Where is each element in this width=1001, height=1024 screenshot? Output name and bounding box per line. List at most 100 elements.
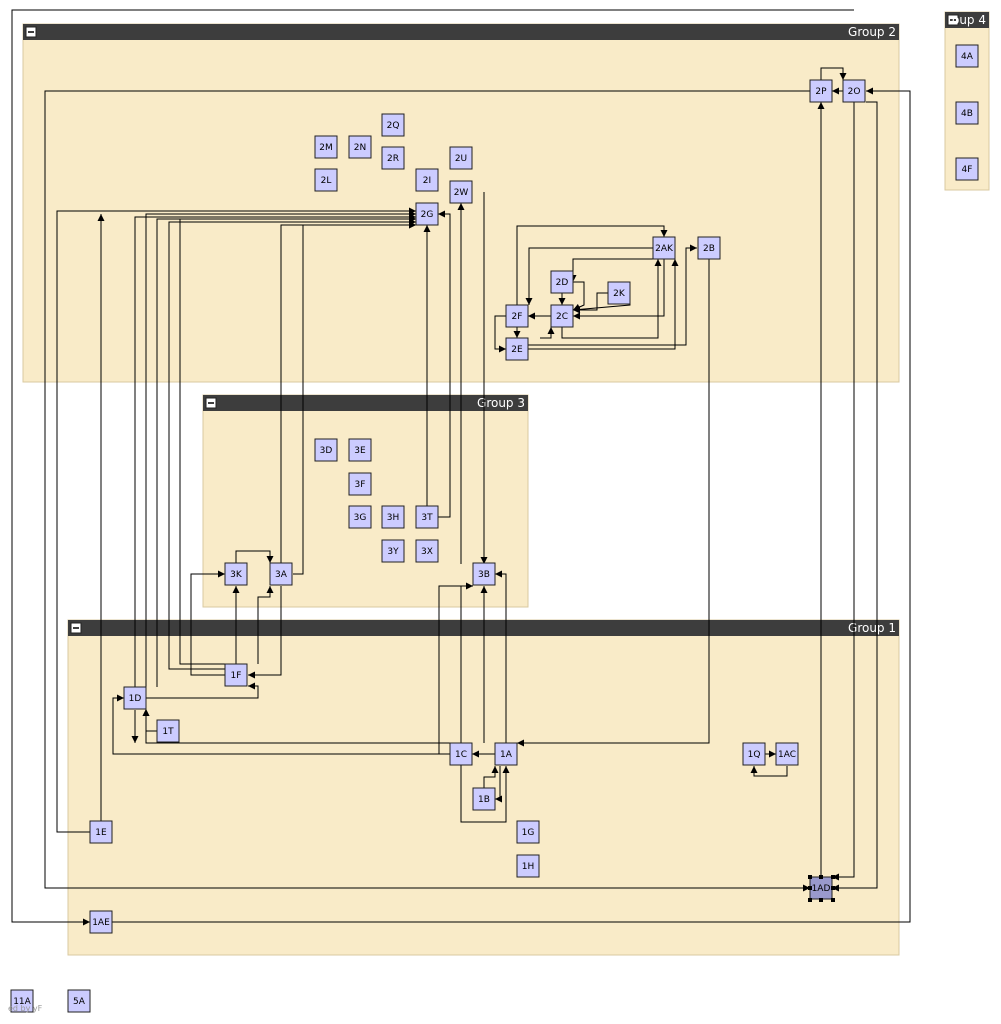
collapse-icon[interactable]	[70, 622, 82, 634]
selection-handle[interactable]	[808, 898, 812, 902]
node-2b[interactable]: 2B	[697, 236, 721, 260]
node-3f[interactable]: 3F	[348, 472, 372, 496]
node-2c[interactable]: 2C	[550, 304, 574, 328]
node-1e[interactable]: 1E	[89, 820, 113, 844]
node-2o[interactable]: 2O	[842, 79, 866, 103]
collapse-icon[interactable]	[25, 26, 37, 38]
selection-handle[interactable]	[831, 898, 835, 902]
node-2w[interactable]: 2W	[449, 180, 473, 204]
node-3a[interactable]: 3A	[269, 562, 293, 586]
edge-51[interactable]	[528, 244, 697, 346]
node-2f[interactable]: 2F	[505, 304, 529, 328]
node-1c[interactable]: 1C	[449, 742, 473, 766]
edge-3[interactable]	[820, 67, 847, 80]
node-2u[interactable]: 2U	[449, 146, 473, 170]
group-header[interactable]	[23, 24, 899, 40]
node-11a[interactable]: 11A	[10, 989, 34, 1013]
edge-26[interactable]	[235, 550, 274, 563]
node-2e[interactable]: 2E	[505, 337, 529, 361]
node-1a[interactable]: 1A	[494, 742, 518, 766]
node-1b[interactable]: 1B	[472, 787, 496, 811]
node-box	[415, 168, 439, 192]
selection-handle[interactable]	[831, 875, 835, 879]
edge-25[interactable]	[248, 586, 282, 679]
node-3t[interactable]: 3T	[415, 505, 439, 529]
edge-10[interactable]	[495, 570, 507, 743]
selection-handle[interactable]	[819, 898, 823, 902]
node-1d[interactable]: 1D	[123, 686, 147, 710]
node-3x[interactable]: 3X	[415, 539, 439, 563]
edge-53[interactable]	[573, 259, 665, 320]
edge-22[interactable]	[190, 570, 225, 676]
edge-4[interactable]	[44, 90, 810, 892]
node-2n[interactable]: 2N	[348, 135, 372, 159]
edge-6[interactable]	[832, 102, 855, 881]
node-5a[interactable]: 5A	[67, 989, 91, 1013]
edge-0[interactable]	[11, 9, 854, 926]
edge-38[interactable]	[517, 259, 710, 747]
node-3y[interactable]: 3Y	[381, 539, 405, 563]
node-1ac[interactable]: 1AC	[775, 742, 799, 766]
node-3h[interactable]: 3H	[381, 505, 405, 529]
node-2l[interactable]: 2L	[314, 168, 338, 192]
node-3k[interactable]: 3K	[224, 562, 248, 586]
node-2r[interactable]: 2R	[381, 146, 405, 170]
edge-12[interactable]	[438, 582, 473, 754]
edge-15[interactable]	[483, 766, 499, 788]
edge-52[interactable]	[540, 327, 555, 339]
node-2d[interactable]: 2D	[550, 270, 574, 294]
edge-28[interactable]	[293, 221, 416, 575]
edge-50[interactable]	[528, 259, 679, 350]
node-4b[interactable]: 4B	[955, 101, 979, 125]
edge-44[interactable]	[573, 292, 608, 314]
edge-24[interactable]	[257, 586, 274, 664]
edge-21[interactable]	[146, 682, 259, 699]
selection-handle[interactable]	[808, 886, 812, 890]
node-box	[652, 236, 676, 260]
edge-33[interactable]	[156, 215, 416, 687]
edge-54[interactable]	[750, 766, 788, 777]
node-3d[interactable]: 3D	[314, 438, 338, 462]
node-3e[interactable]: 3E	[348, 438, 372, 462]
edge-37[interactable]	[438, 210, 451, 518]
node-2p[interactable]: 2P	[809, 79, 833, 103]
edge-7[interactable]	[832, 101, 878, 892]
edge-1[interactable]	[112, 87, 911, 923]
edge-39[interactable]	[494, 315, 506, 353]
node-4f[interactable]: 4F	[955, 157, 979, 181]
node-2i[interactable]: 2I	[415, 168, 439, 192]
node-1t[interactable]: 1T	[156, 719, 180, 743]
node-2k[interactable]: 2K	[607, 281, 631, 305]
edge-47[interactable]	[525, 247, 653, 305]
collapse-icon[interactable]	[205, 397, 217, 409]
node-3b[interactable]: 3B	[472, 562, 496, 586]
node-2ak[interactable]: 2AK	[652, 236, 676, 260]
node-1h[interactable]: 1H	[516, 854, 540, 878]
edge-30[interactable]	[168, 218, 416, 670]
selection-handle[interactable]	[808, 875, 812, 879]
node-3g[interactable]: 3G	[348, 505, 372, 529]
edge-34[interactable]	[56, 207, 416, 833]
node-label: 2O	[848, 87, 861, 97]
group-header[interactable]	[203, 395, 528, 411]
edge-31[interactable]	[145, 210, 416, 687]
edge-46[interactable]	[516, 225, 668, 305]
node-2q[interactable]: 2Q	[381, 113, 405, 137]
node-1q[interactable]: 1Q	[742, 742, 766, 766]
collapse-icon[interactable]	[947, 14, 959, 26]
node-1f[interactable]: 1F	[224, 663, 248, 687]
edge-32[interactable]	[134, 213, 416, 687]
node-1ad[interactable]: 1AD	[808, 875, 835, 902]
edge-19[interactable]	[142, 709, 157, 732]
node-1g[interactable]: 1G	[516, 820, 540, 844]
edge-17[interactable]	[112, 694, 450, 755]
edge-16[interactable]	[495, 766, 502, 803]
node-1ae[interactable]: 1AE	[89, 910, 113, 934]
node-2g[interactable]: 2G	[415, 202, 439, 226]
selection-handle[interactable]	[819, 875, 823, 879]
node-2m[interactable]: 2M	[314, 135, 338, 159]
edge-49[interactable]	[561, 259, 662, 339]
selection-handle[interactable]	[831, 886, 835, 890]
node-4a[interactable]: 4A	[955, 44, 979, 68]
